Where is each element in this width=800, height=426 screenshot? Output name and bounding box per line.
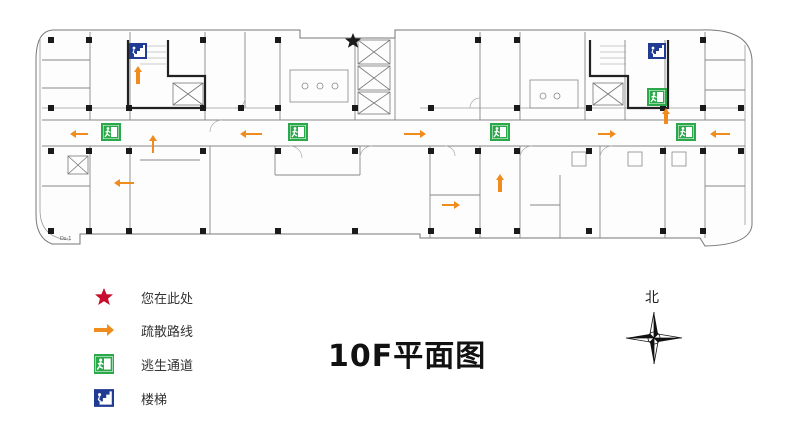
- exit-sign: [288, 123, 308, 141]
- you-are-here-star: [345, 33, 361, 48]
- legend-item-staircase: 楼梯: [93, 387, 167, 409]
- exit-sign: [490, 123, 510, 141]
- legend-label: 逃生通道: [141, 358, 194, 374]
- staircase-sign: [128, 42, 148, 60]
- legend-label: 疏散路线: [141, 324, 194, 340]
- floor-title: 10F平面图: [328, 339, 487, 374]
- plan-label: Ds-1: [60, 236, 71, 242]
- exit-sign: [676, 123, 696, 141]
- legend-item-you-are-here: 您在此处: [93, 286, 193, 308]
- staircase-sign: [647, 42, 667, 60]
- star-icon: [93, 286, 115, 308]
- exit-sign: [101, 123, 121, 141]
- legend-item-evacuation-route: 疏散路线: [93, 319, 193, 341]
- legend-label: 您在此处: [141, 291, 194, 307]
- emergency-exit-icon: [93, 353, 115, 375]
- legend-item-emergency-exit: 逃生通道: [93, 353, 193, 375]
- legend-label: 楼梯: [141, 392, 168, 408]
- staircase-icon: [93, 387, 115, 409]
- north-label: 北: [645, 290, 659, 306]
- compass-icon: [625, 311, 683, 365]
- arrow-right-icon: [93, 319, 115, 341]
- evacuation-arrows: [70, 66, 730, 209]
- exit-sign: [647, 88, 667, 106]
